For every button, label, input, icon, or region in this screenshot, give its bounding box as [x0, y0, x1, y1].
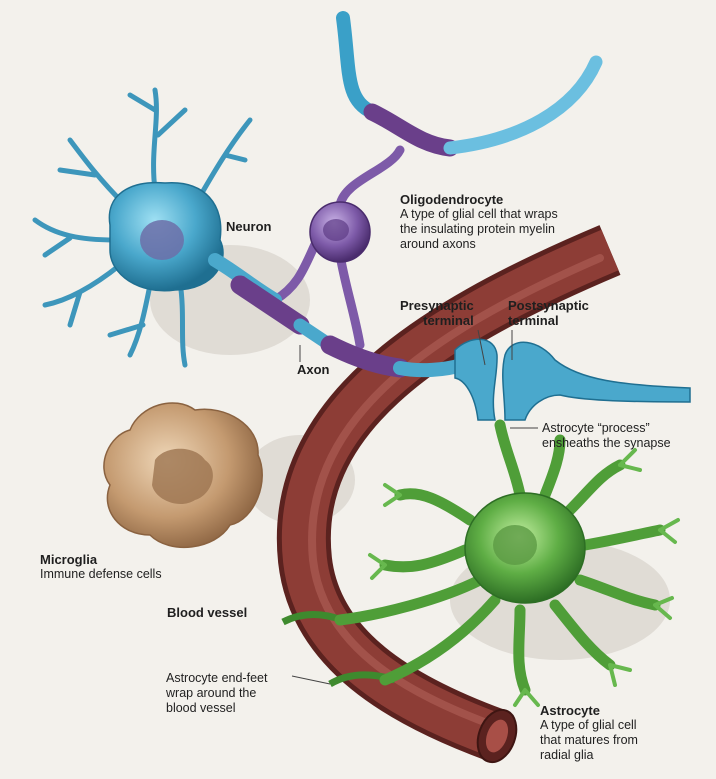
presynaptic-terminal — [455, 339, 497, 420]
microglia-desc: Immune defense cells — [40, 567, 162, 582]
postsynaptic-terminal — [503, 342, 690, 420]
microglia-cell — [104, 403, 262, 547]
astrocyte-desc-3: radial glia — [540, 748, 638, 763]
astrocyte-process-line-1: Astrocyte “process” — [542, 421, 671, 436]
end-feet-label: Astrocyte end-feet wrap around the blood… — [166, 671, 267, 716]
neuron-label: Neuron — [226, 219, 272, 234]
astrocyte-desc-2: that matures from — [540, 733, 638, 748]
presynaptic-label: Presynaptic terminal — [400, 298, 474, 328]
astrocyte-process-label: Astrocyte “process” ensheaths the synaps… — [542, 421, 671, 451]
astrocyte-desc-1: A type of glial cell — [540, 718, 638, 733]
end-feet-line-1: Astrocyte end-feet — [166, 671, 267, 686]
end-feet-line-3: blood vessel — [166, 701, 267, 716]
astrocyte-label: Astrocyte A type of glial cell that matu… — [540, 703, 638, 763]
end-feet-line-2: wrap around the — [166, 686, 267, 701]
oligodendrocyte-label: Oligodendrocyte A type of glial cell tha… — [400, 192, 558, 252]
microglia-label: Microglia Immune defense cells — [40, 552, 162, 582]
neuron-nucleus — [140, 220, 184, 260]
axon-label: Axon — [297, 362, 330, 377]
astrocyte-process-line-2: ensheaths the synapse — [542, 436, 671, 451]
oligodendrocyte-desc-1: A type of glial cell that wraps — [400, 207, 558, 222]
postsynaptic-label: Postsynaptic terminal — [508, 298, 589, 328]
neuron-body — [109, 183, 223, 291]
astrocyte-nucleus — [493, 525, 537, 565]
blood-vessel-label: Blood vessel — [167, 605, 247, 620]
oligodendrocyte-body — [310, 202, 370, 262]
astrocyte-body — [465, 493, 585, 603]
oligodendrocyte-desc-2: the insulating protein myelin — [400, 222, 558, 237]
oligodendrocyte-desc-3: around axons — [400, 237, 558, 252]
oligodendrocyte-fiber — [343, 18, 596, 148]
